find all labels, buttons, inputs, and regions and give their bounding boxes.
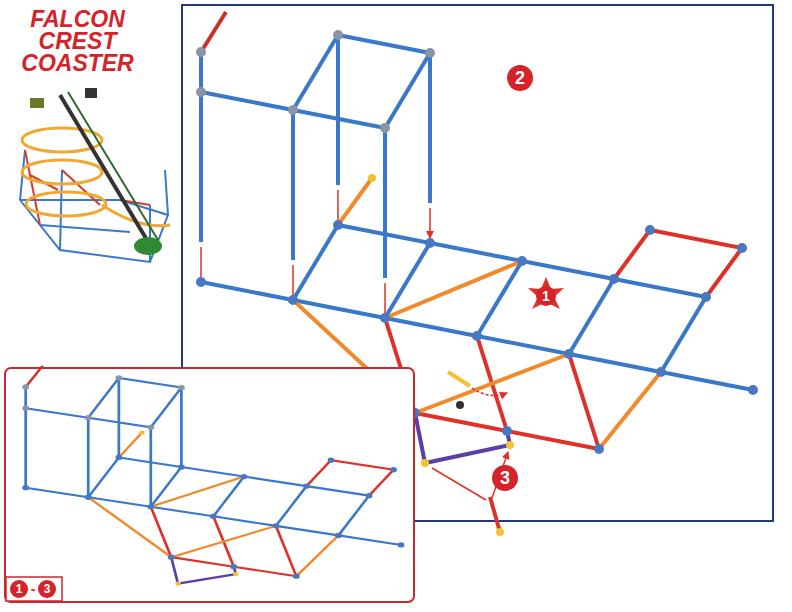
orange-rod xyxy=(338,178,372,225)
page-title: FALCON CREST COASTER xyxy=(5,8,150,74)
inset-assembly xyxy=(26,366,401,584)
inset-frame xyxy=(5,368,414,602)
inset-step-tag xyxy=(6,577,62,601)
star-burst xyxy=(528,277,564,309)
lift-hill xyxy=(60,95,150,245)
purple-rods xyxy=(415,413,510,463)
coaster-car xyxy=(85,88,97,98)
motor xyxy=(134,237,162,255)
red-rod xyxy=(201,12,226,52)
callout-number: 1 xyxy=(10,580,28,598)
rotate-arrow xyxy=(472,388,507,396)
coaster-car xyxy=(30,98,44,108)
helix-track xyxy=(26,192,106,216)
blue-rods xyxy=(201,225,753,390)
assembled-base xyxy=(26,433,401,584)
callout-number: 1 xyxy=(536,286,556,306)
callout-number: 2 xyxy=(507,65,533,91)
truss-rods xyxy=(20,150,168,262)
connectors xyxy=(201,35,430,128)
coaster-thumbnail xyxy=(20,88,170,262)
blue-rods xyxy=(201,35,430,278)
callout-number: 3 xyxy=(38,580,56,598)
assembled-cube xyxy=(26,366,182,507)
yellow-part xyxy=(448,372,470,386)
helix-track xyxy=(22,160,102,184)
placement-arrows xyxy=(201,190,430,313)
red-rods xyxy=(385,230,742,449)
lift-chain xyxy=(68,92,158,240)
callout-number: 3 xyxy=(492,465,518,491)
red-rod xyxy=(490,497,500,532)
